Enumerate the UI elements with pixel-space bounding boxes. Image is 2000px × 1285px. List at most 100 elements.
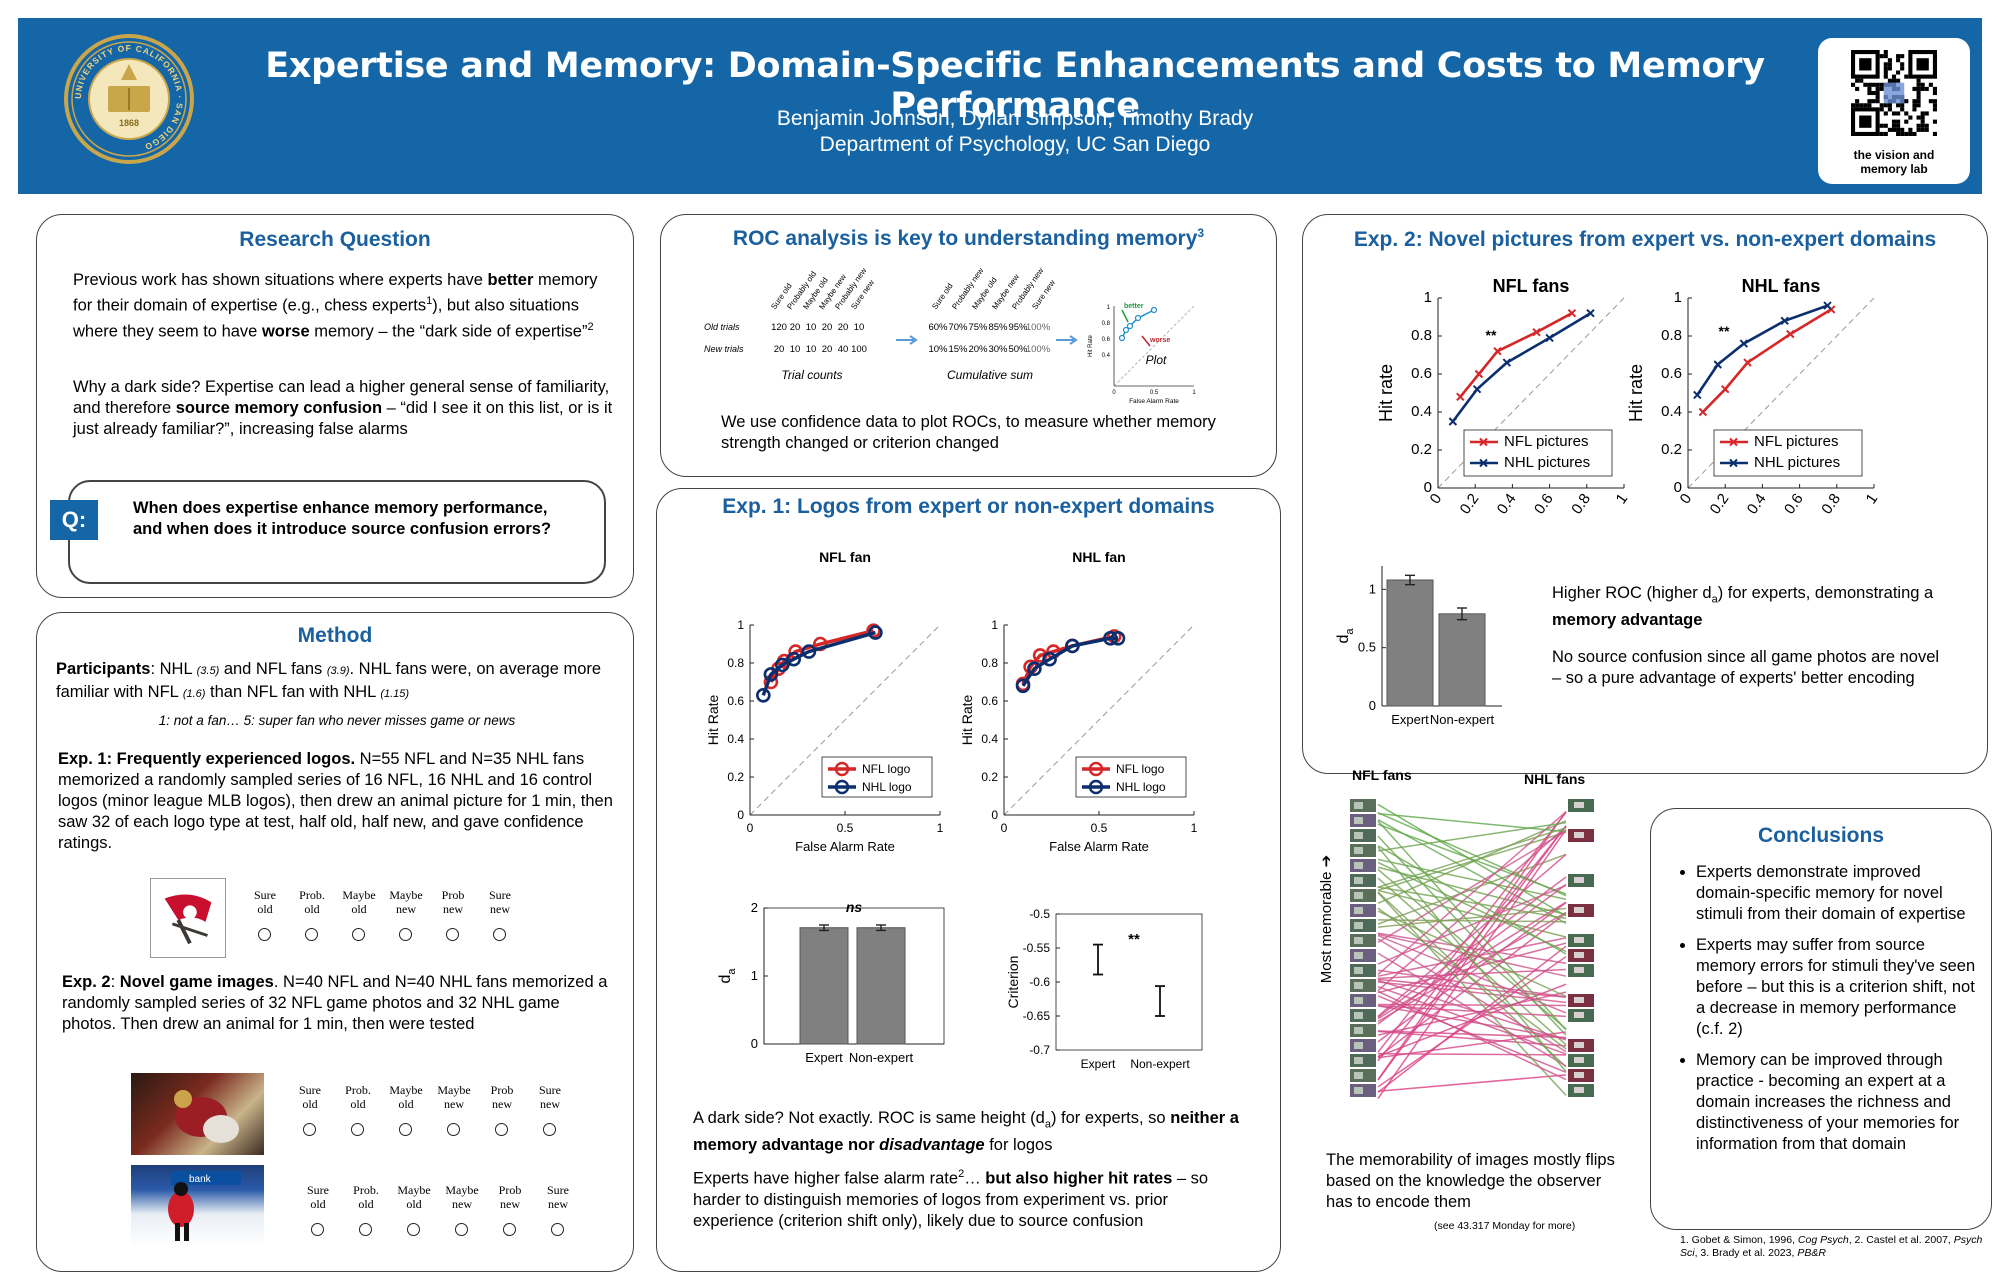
data-point [1042, 651, 1057, 667]
count-cell: 10 [854, 322, 865, 333]
exp1-title: Exp. 1: Logos from expert or non-expert … [722, 495, 1215, 518]
question-box [68, 480, 606, 584]
x-category-label: Non-expert [1430, 712, 1495, 727]
mini-roc-line [1121, 309, 1155, 339]
rank-connector [1377, 831, 1567, 891]
data-point [1698, 407, 1708, 417]
qr-module [1867, 86, 1872, 91]
rank-connector [1377, 1003, 1567, 1007]
x-tick-label: 0.6 [1781, 491, 1807, 518]
data-point [866, 623, 881, 638]
x-tick-label: 0.5 [1091, 821, 1108, 835]
qr-module [1887, 127, 1892, 132]
qr-module [1891, 123, 1897, 128]
x-tick-label: 0.4 [1494, 491, 1520, 518]
rank-connector [1377, 858, 1567, 900]
legend-marker [1479, 458, 1488, 468]
poster-department: Department of Psychology, UC San Diego [819, 133, 1211, 156]
x-tick-label: 0.8 [1818, 491, 1844, 518]
qr-module [1904, 131, 1909, 136]
poster-title: Expertise and Memory: Domain-Specific En… [265, 46, 1765, 126]
rating-label-line: old [398, 1097, 414, 1111]
qr-module [1887, 78, 1892, 83]
legend-label: NFL pictures [1504, 433, 1588, 450]
rating-radio[interactable] [503, 1223, 516, 1236]
thumbnail-detail [1574, 1012, 1584, 1018]
x-tick-label: 0 [747, 821, 754, 835]
rank-connector [1377, 969, 1567, 998]
qr-module [1900, 62, 1905, 67]
thumbnail-detail [1354, 1027, 1363, 1034]
y-tick-label: 0.8 [727, 656, 744, 670]
rating-radio[interactable] [305, 928, 318, 941]
data-point [1693, 390, 1702, 400]
rating-radio[interactable] [455, 1223, 468, 1236]
qr-module [1887, 58, 1892, 63]
data-point [1015, 678, 1031, 694]
y-tick-label: -0.6 [1029, 975, 1050, 989]
rating-radio[interactable] [352, 928, 365, 941]
exp1-conclusion-2: Experts have higher false alarm rate2… b… [693, 1168, 1209, 1230]
qr-module [1924, 86, 1929, 91]
rating-radio[interactable] [551, 1223, 564, 1236]
rating-radio[interactable] [311, 1223, 324, 1236]
qr-module [1920, 86, 1925, 91]
thumbnail-detail [1574, 997, 1584, 1003]
cum-cell: 85% [988, 322, 1008, 333]
thumbnail-detail [1574, 937, 1584, 943]
rank-connector [1377, 803, 1567, 917]
method-title: Method [297, 624, 373, 647]
chart-title: NHL fans [1742, 276, 1821, 296]
rating-radio[interactable] [399, 1123, 412, 1136]
rating-radio[interactable] [543, 1123, 556, 1136]
thumbnail-detail [1574, 832, 1584, 838]
qr-module [1875, 95, 1880, 100]
qr-module [1908, 127, 1913, 132]
legend-label: NHL logo [862, 780, 912, 794]
rank-connector [1377, 821, 1567, 852]
qr-module [1855, 86, 1860, 91]
rating-label-line: new [490, 902, 510, 916]
qr-code-icon[interactable] [1851, 50, 1937, 136]
rating-radio[interactable] [495, 1123, 508, 1136]
rating-radio[interactable] [407, 1223, 420, 1236]
data-point [1027, 661, 1042, 676]
thumbnail-detail [1354, 832, 1363, 839]
data-point [1110, 631, 1126, 646]
data-point [1065, 638, 1080, 654]
data-point [1786, 329, 1795, 339]
rank-connector [1377, 886, 1567, 920]
qr-module [1900, 107, 1905, 112]
thumbnail-detail [1354, 802, 1363, 809]
legend-marker [834, 779, 850, 795]
rating-radio[interactable] [399, 928, 412, 941]
data-point [1567, 308, 1577, 318]
legend-marker [1479, 437, 1488, 447]
cum-cell: 60% [928, 322, 948, 333]
rating-radio[interactable] [258, 928, 271, 941]
qr-module [1932, 90, 1937, 96]
method-panel [36, 612, 634, 1272]
rating-radio[interactable] [303, 1123, 316, 1136]
mem-nhl-label: NHL fans [1524, 771, 1586, 787]
qr-module [1896, 58, 1901, 63]
rating-radio[interactable] [493, 928, 506, 941]
rating-label-line: new [444, 1097, 464, 1111]
legend-label: NFL pictures [1754, 433, 1838, 450]
y-tick-label: 0.4 [1661, 403, 1682, 420]
qr-module [1932, 103, 1937, 108]
y-tick-label: 1 [991, 618, 998, 632]
rating-radio[interactable] [359, 1223, 372, 1236]
qr-module [1879, 86, 1884, 91]
rating-radio[interactable] [447, 1123, 460, 1136]
mini-tick: 0 [1112, 390, 1116, 396]
rating-label-line: new [540, 1097, 560, 1111]
qr-card[interactable] [1818, 38, 1970, 184]
chart-title: NFL fan [819, 549, 871, 565]
rating-label-line: Maybe [389, 888, 423, 902]
rating-radio[interactable] [446, 928, 459, 941]
rating-radio[interactable] [351, 1123, 364, 1136]
